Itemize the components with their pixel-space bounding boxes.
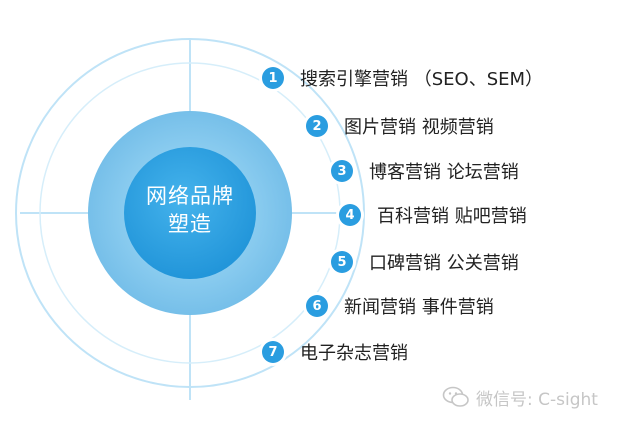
number-badge: 6 <box>306 295 328 317</box>
list-item: 5 口碑营销 公关营销 <box>331 248 519 276</box>
list-item: 1 搜索引擎营销 （SEO、SEM） <box>262 64 543 92</box>
outer-ring <box>15 38 365 388</box>
number-badge: 1 <box>262 67 284 89</box>
list-item: 4 百科营销 贴吧营销 <box>339 201 527 229</box>
item-label: 博客营销 论坛营销 <box>369 162 519 183</box>
item-label: 搜索引擎营销 （SEO、SEM） <box>300 69 544 90</box>
list-item: 3 博客营销 论坛营销 <box>331 157 519 185</box>
item-label: 电子杂志营销 <box>300 343 408 364</box>
list-item: 6 新闻营销 事件营销 <box>306 292 494 320</box>
number-badge: 5 <box>331 251 353 273</box>
number-badge: 2 <box>306 115 328 137</box>
center-title-line2: 塑造 <box>168 212 212 236</box>
list-item: 2 图片营销 视频营销 <box>306 112 494 140</box>
item-label: 百科营销 贴吧营销 <box>377 206 527 227</box>
center-title-line1: 网络品牌 <box>146 184 234 208</box>
number-badge: 3 <box>331 160 353 182</box>
watermark-text: 微信号: C-sight <box>476 389 598 410</box>
watermark: 微信号: C-sight <box>442 384 598 410</box>
list-item: 7 电子杂志营销 <box>262 338 408 366</box>
item-label: 图片营销 视频营销 <box>344 117 494 138</box>
number-badge: 4 <box>339 204 361 226</box>
inner-circle <box>124 147 256 279</box>
wechat-icon <box>442 386 469 407</box>
number-badge: 7 <box>262 341 284 363</box>
item-label: 新闻营销 事件营销 <box>344 297 494 318</box>
item-label: 口碑营销 公关营销 <box>369 253 519 274</box>
center-title: 网络品牌 塑造 <box>124 182 256 238</box>
